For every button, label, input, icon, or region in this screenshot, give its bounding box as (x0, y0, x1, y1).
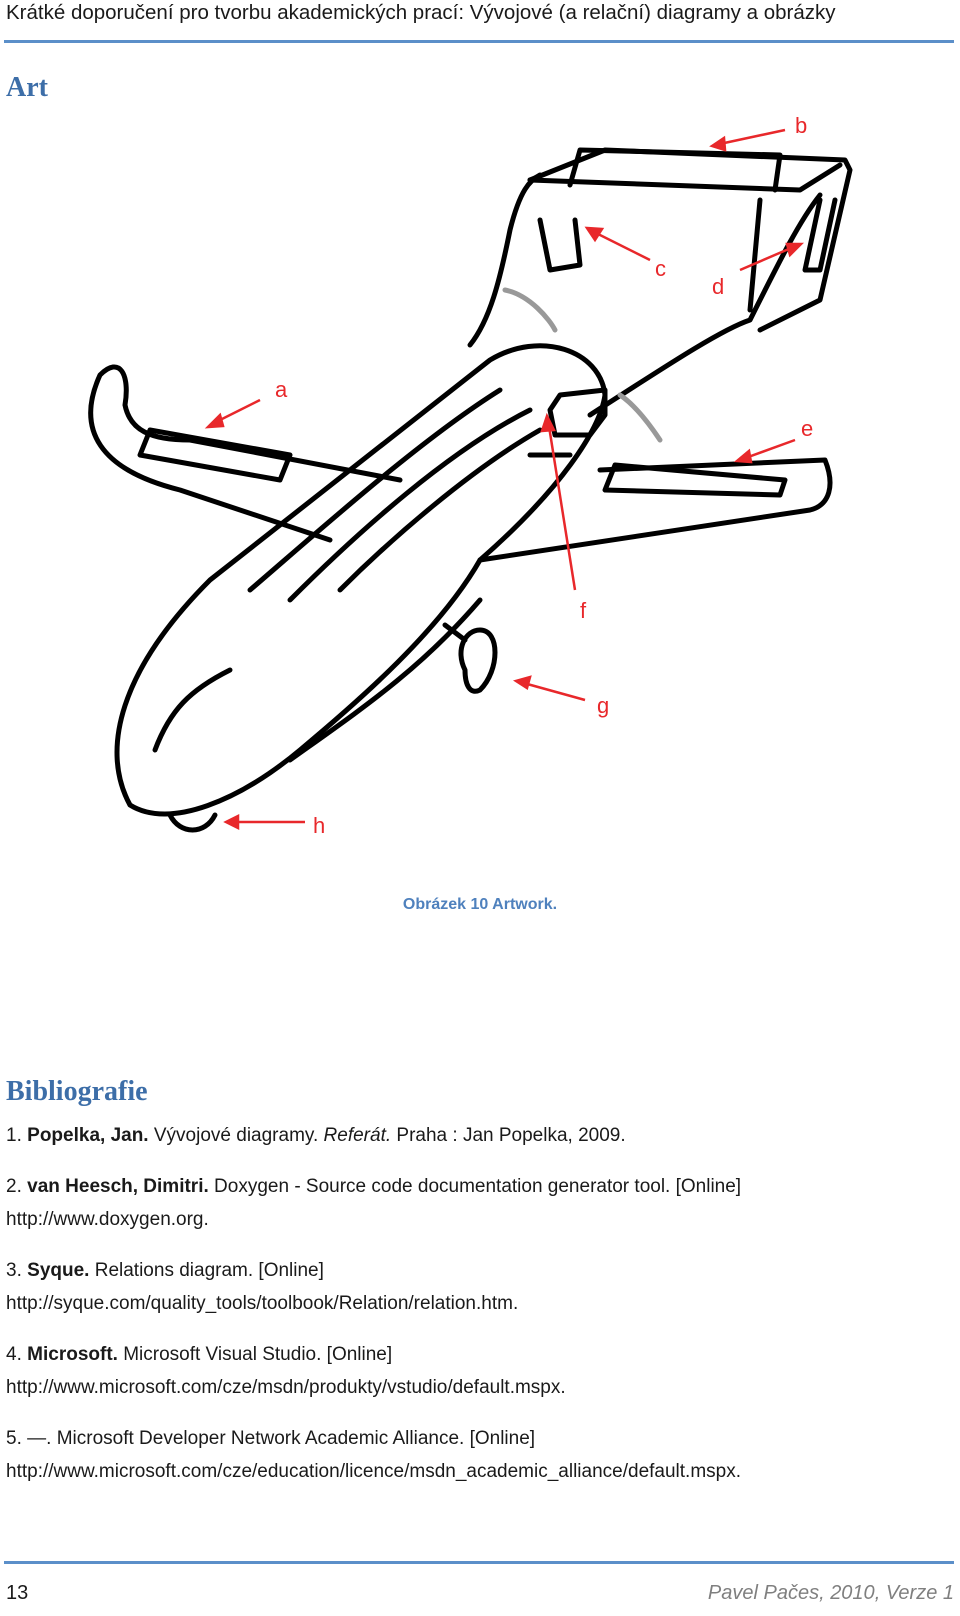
label-e: e (801, 416, 813, 441)
entry-publisher: Praha : Jan Popelka, 2009. (396, 1125, 626, 1146)
left-wing (88, 364, 403, 543)
main-gear-strut (442, 622, 468, 643)
entry-author: van Heesch, Dimitri. (27, 1176, 209, 1197)
footer-version: Verze 1 (885, 1582, 954, 1604)
entry-url[interactable]: http://syque.com/quality_tools/toolbook/… (6, 1293, 519, 1314)
entry-title: Doxygen - Source code documentation gene… (214, 1176, 742, 1197)
arrow-b-line (714, 128, 786, 147)
section-heading-bibliography: Bibliografie (6, 1076, 148, 1107)
footer-rule (4, 1561, 954, 1564)
label-a: a (275, 377, 288, 402)
engine-box (547, 387, 608, 438)
arrow-h-head (223, 813, 240, 831)
footer-author-info: Pavel Pačes, 2010, Verze 1 (707, 1582, 954, 1604)
fuselage-bottom (287, 597, 483, 763)
arrow-a-head (204, 412, 225, 429)
right-flap (602, 462, 788, 498)
page-number: 13 (6, 1582, 29, 1604)
entry-number: 2. (6, 1176, 22, 1197)
tail-top-box (567, 147, 783, 193)
entry-author: —. (27, 1428, 52, 1449)
nose-wheel (167, 812, 218, 833)
tail-rudder-right (802, 197, 838, 273)
arrow-g-line (519, 680, 586, 702)
entry-number: 5. (6, 1428, 22, 1449)
bibliography-entry: 4. Microsoft. Microsoft Visual Studio. [… (6, 1338, 951, 1404)
bibliography-entry: 1. Popelka, Jan. Vývojové diagramy. Refe… (6, 1119, 951, 1152)
nose-detail (152, 667, 233, 753)
entry-author: Syque. (27, 1260, 90, 1281)
bibliography-entry: 5. —. Microsoft Developer Network Academ… (6, 1422, 951, 1488)
left-flap (137, 427, 293, 483)
figure-caption: Obrázek 10 Artwork. (402, 896, 558, 913)
entry-url[interactable]: http://www.doxygen.org. (6, 1209, 209, 1230)
entry-title: Microsoft Visual Studio. [Online] (123, 1344, 393, 1365)
fuselage-stripe-3 (337, 427, 543, 593)
entry-title: Vývojové diagramy. (153, 1125, 319, 1146)
entry-title: Relations diagram. [Online] (94, 1260, 324, 1281)
bibliography-entry: 3. Syque. Relations diagram. [Online] ht… (6, 1254, 951, 1320)
arrow-f-line (546, 419, 577, 591)
tail-boom-left (467, 172, 543, 348)
entry-number: 1. (6, 1125, 22, 1146)
propeller-left (502, 287, 558, 333)
label-f: f (580, 598, 587, 623)
arrow-d-head (785, 242, 805, 258)
entry-title: Microsoft Developer Network Academic All… (56, 1428, 536, 1449)
propeller-right (617, 392, 663, 443)
arrow-e-head (733, 448, 753, 464)
footer-year: 2010 (830, 1582, 875, 1604)
bibliography-list: 1. Popelka, Jan. Vývojové diagramy. Refe… (6, 1119, 951, 1506)
tail-inner-right (747, 197, 763, 313)
running-header: Krátké doporučení pro tvorbu akademickýc… (6, 1, 836, 24)
tail-top (527, 162, 843, 193)
tail-inner-left (537, 217, 583, 273)
footer-author: Pavel Pačes (707, 1582, 820, 1604)
tail-boom-right (587, 192, 823, 418)
arrow-g-head (512, 675, 532, 690)
section-heading-art: Art (6, 72, 48, 103)
arrow-c-head (584, 226, 605, 243)
label-c: c (655, 256, 666, 281)
arrow-f-head (540, 412, 556, 433)
bibliography-entry: 2. van Heesch, Dimitri. Doxygen - Source… (6, 1170, 951, 1236)
arrow-b-head (709, 135, 727, 152)
fuselage-stripe-1 (247, 387, 503, 593)
label-g: g (597, 693, 609, 718)
entry-author: Popelka, Jan. (27, 1125, 149, 1146)
right-wing (477, 457, 833, 563)
entry-number: 4. (6, 1344, 22, 1365)
label-b: b (795, 113, 807, 138)
entry-type: Referát. (323, 1125, 392, 1146)
entry-author: Microsoft. (27, 1344, 118, 1365)
fuselage-outline (114, 343, 608, 817)
fuselage-stripe-2 (287, 407, 533, 603)
entry-number: 3. (6, 1260, 22, 1281)
label-d: d (712, 274, 724, 299)
label-h: h (313, 813, 325, 838)
header-rule (4, 40, 954, 43)
arrow-c-line (589, 228, 651, 262)
airplane-artwork-figure: a b c d e f g h (60, 110, 900, 880)
entry-url[interactable]: http://www.microsoft.com/cze/education/l… (6, 1461, 742, 1482)
entry-url[interactable]: http://www.microsoft.com/cze/msdn/produk… (6, 1377, 566, 1398)
